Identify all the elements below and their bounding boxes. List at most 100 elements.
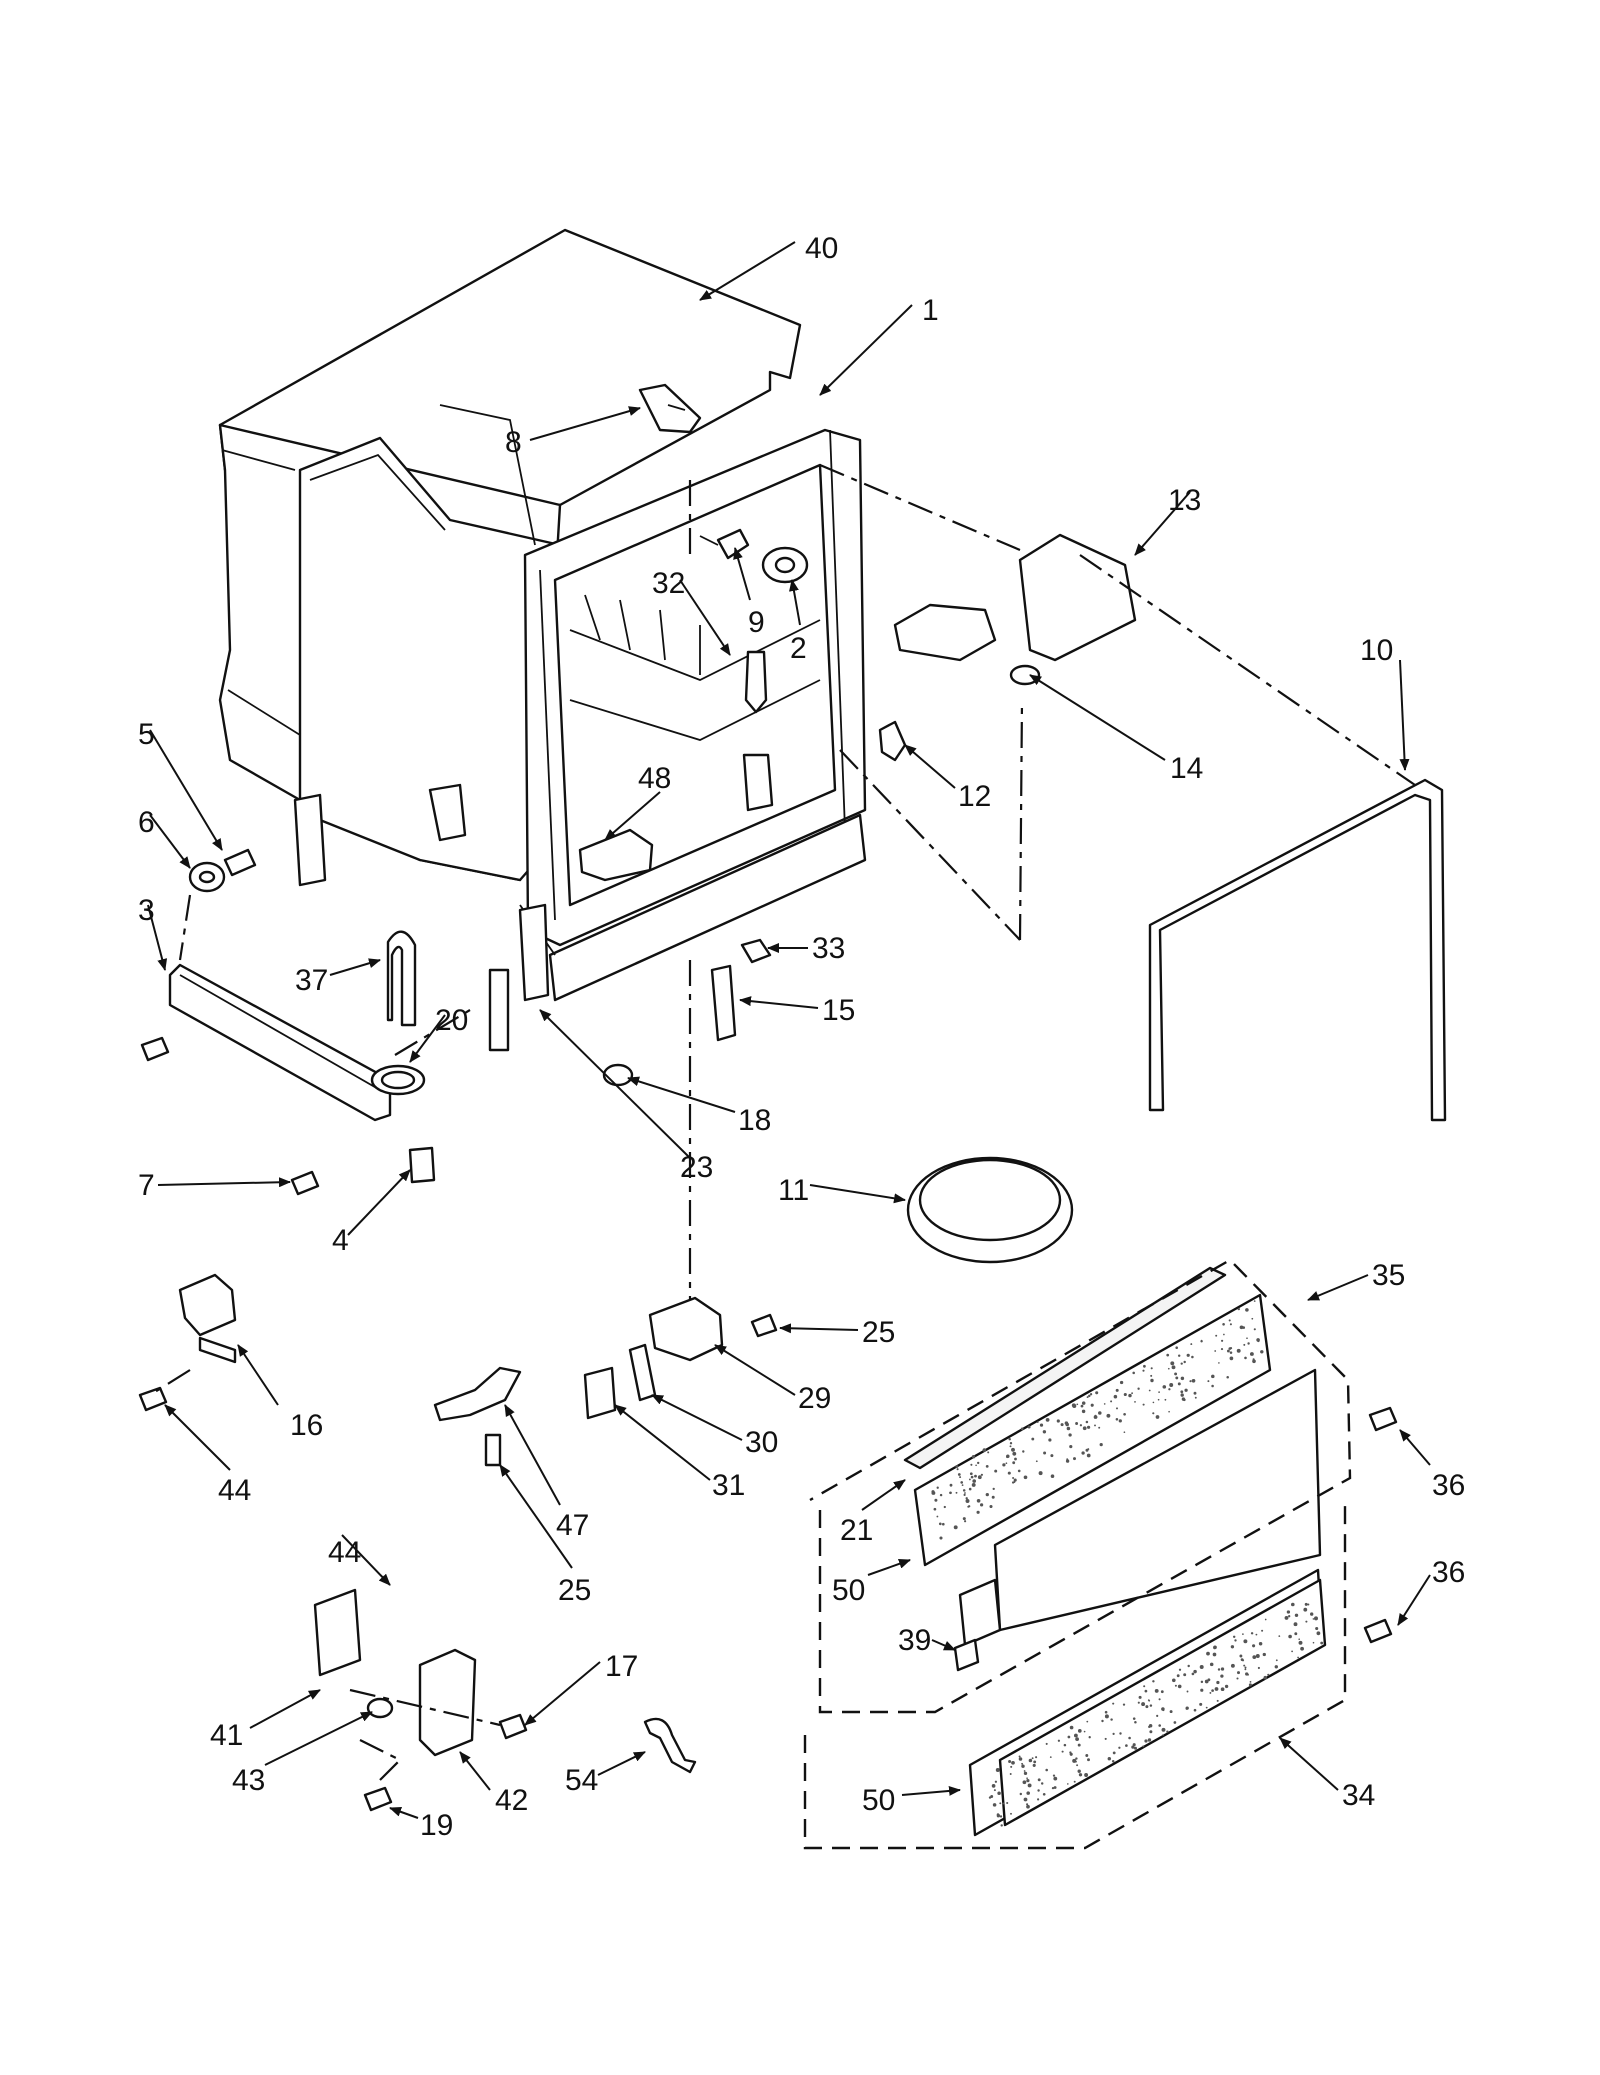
leader-arrow [904,744,956,789]
speck [1094,1415,1098,1419]
speck [1205,1706,1208,1709]
speck [1013,1478,1017,1482]
speck [1037,1798,1040,1801]
part-13-hose [893,533,1137,662]
speck [997,1791,1001,1795]
speck [1177,1684,1182,1689]
speck [1216,1699,1219,1702]
speck [1132,1717,1136,1720]
speck [949,1483,953,1487]
leader-arrow [529,406,641,441]
speck [1275,1659,1278,1662]
speck [1207,1380,1210,1383]
leader-arrow [597,1751,646,1776]
speck [1023,1475,1028,1480]
speck [1274,1665,1279,1669]
leader-arrow [237,1344,279,1406]
speck [1229,1356,1234,1361]
speck [1053,1786,1057,1789]
speck [1255,1654,1260,1658]
speck [1187,1664,1190,1668]
speck [1177,1382,1181,1386]
part-12-clip [878,720,907,762]
speck [1252,1655,1257,1659]
speck [1242,1633,1244,1635]
speck [1144,1739,1148,1743]
speck [1310,1612,1314,1616]
speck [963,1493,966,1496]
speck [1104,1714,1109,1719]
speck [1230,1645,1235,1649]
part-43-washer [366,1697,394,1719]
speck [995,1768,1000,1772]
speck [1071,1403,1076,1408]
speck [1031,1437,1035,1441]
speck [1286,1610,1291,1614]
leader-arrow [264,1711,373,1766]
speck [991,1784,996,1788]
callout-48: 48 [638,762,671,795]
speck [982,1448,987,1452]
speck [1166,1353,1170,1357]
speck [1216,1680,1220,1685]
speck [1038,1471,1043,1476]
speck [992,1803,997,1807]
speck [1142,1745,1145,1748]
speck [1158,1724,1161,1727]
speck [989,1504,993,1509]
speck [1008,1760,1012,1763]
leader-arrow [249,1689,321,1729]
speck [1115,1388,1119,1392]
speck [1209,1662,1214,1667]
speck [1232,1635,1236,1639]
speck [1229,1323,1232,1326]
speck [1137,1701,1140,1704]
speck [1220,1674,1224,1678]
speck [1086,1425,1091,1429]
leader-arrow [389,1806,419,1819]
speck [1079,1424,1083,1427]
callout-19: 19 [420,1809,453,1842]
speck [1112,1751,1116,1755]
speck [1065,1422,1069,1427]
speck [1168,1388,1171,1391]
speck [961,1484,964,1486]
speck [1012,1451,1017,1456]
speck [1106,1413,1111,1418]
speck [1237,1307,1240,1311]
part-4-foot [408,1146,436,1184]
callout-35: 35 [1372,1259,1405,1292]
speck [1065,1459,1070,1463]
callout-8: 8 [505,426,522,459]
speck [1218,1362,1220,1364]
speck [1164,1398,1167,1401]
speck [1166,1730,1169,1733]
speck [1298,1640,1303,1645]
speck [1118,1746,1121,1749]
speck [1162,1709,1165,1712]
speck [1204,1679,1209,1684]
speck [1073,1457,1076,1461]
speck [1284,1615,1289,1620]
part-8-bracket [638,383,702,434]
speck [1087,1448,1090,1451]
speck [1234,1639,1237,1642]
speck [1076,1403,1079,1406]
speck [955,1491,958,1494]
speck [1230,1663,1235,1668]
speck [1155,1415,1160,1419]
speck [1194,1396,1197,1399]
speck [1211,1384,1214,1388]
part-2-fitting [761,546,809,584]
part-23-strip [488,968,510,1052]
speck [1050,1454,1054,1458]
speck [1123,1431,1126,1434]
speck [1214,1350,1217,1352]
speck [1171,1678,1176,1683]
speck [993,1789,996,1792]
leader-arrow [931,1639,956,1651]
speck [1048,1438,1052,1442]
speck [1022,1780,1027,1785]
speck [992,1487,995,1491]
speck [991,1495,995,1499]
